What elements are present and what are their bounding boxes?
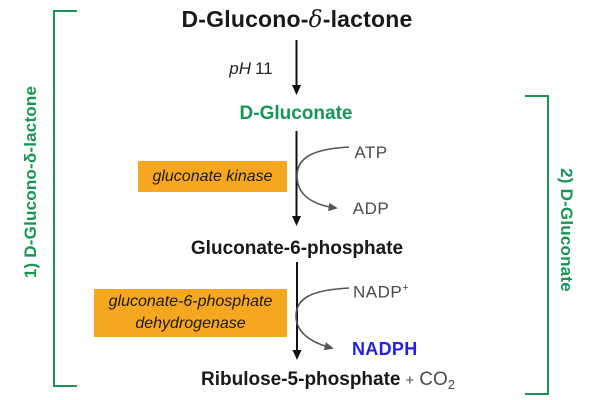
enzyme1-label: gluconate kinase	[152, 167, 273, 185]
enzyme2-line2: dehydrogenase	[135, 315, 246, 332]
enzyme-box-gluconate-kinase: gluconate kinase	[138, 161, 287, 192]
product-name: Ribulose-5-phosphate	[200, 369, 401, 390]
co2-base: CO	[419, 369, 448, 390]
nadp-charge: +	[402, 282, 410, 294]
left-bracket	[53, 10, 77, 387]
right-bracket	[525, 95, 549, 395]
intermediate-d-gluconate: D-Gluconate	[239, 103, 353, 124]
cofactor-adp: ADP	[352, 199, 390, 218]
section-label-2: 2) D-Gluconate	[557, 168, 576, 292]
condition-ph: pH	[229, 59, 252, 78]
substrate-label: D-Glucono-δ-lactone	[181, 6, 412, 33]
cofactor-nadp-plus: NADP+	[353, 282, 409, 303]
cofactor-atp: ATP	[354, 143, 388, 162]
section-label-1: 1) D-Glucono-δ-lactone	[21, 85, 40, 279]
intermediate-gluconate-6-phosphate: Gluconate-6-phosphate	[190, 238, 404, 259]
substrate-post: -lactone	[322, 6, 413, 32]
substrate-pre: D-Glucono-	[181, 6, 309, 32]
cofactor-arc-nadp-nadph	[295, 287, 350, 351]
enzyme2-line1: gluconate-6-phosphate	[108, 293, 273, 311]
co2-subscript: 2	[447, 377, 456, 393]
condition-value: 11	[255, 59, 273, 78]
enzyme2-label: gluconate-6-phosphate dehydrogenase	[109, 291, 273, 334]
plus-sign: +	[405, 372, 415, 389]
enzyme-box-g6p-dehydrogenase: gluconate-6-phosphate dehydrogenase	[94, 289, 287, 337]
cofactor-arc-atp-adp	[296, 146, 350, 212]
nadp-base: NADP	[353, 282, 403, 302]
cofactor-nadph: NADPH	[352, 339, 418, 359]
delta-symbol: δ	[308, 7, 323, 33]
product-label: Ribulose-5-phosphate+CO2	[201, 369, 455, 392]
